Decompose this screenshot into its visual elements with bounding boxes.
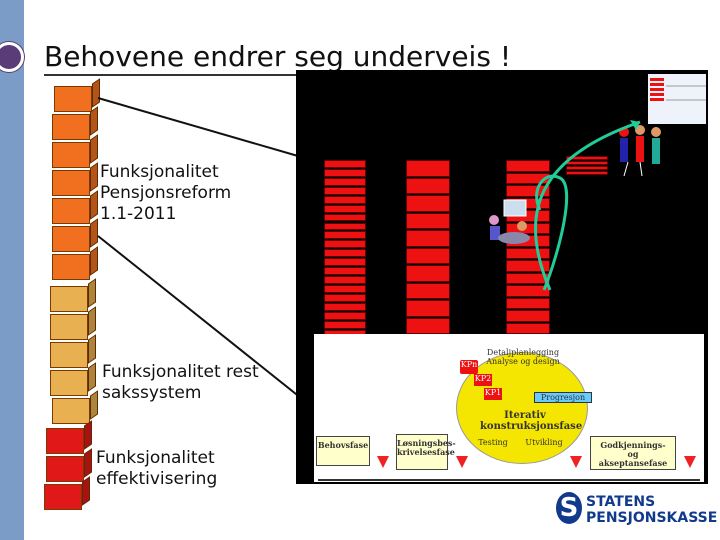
red-tower-block bbox=[566, 156, 608, 160]
feature-block bbox=[52, 398, 90, 424]
red-tower-block bbox=[324, 258, 366, 267]
red-tower-block bbox=[406, 230, 450, 247]
red-tower-block bbox=[324, 204, 366, 213]
red-tower-block bbox=[406, 212, 450, 229]
circle-testing-text: Testing bbox=[478, 438, 508, 447]
red-tower-block bbox=[324, 177, 366, 186]
red-tower-block bbox=[506, 310, 550, 322]
red-tower-block bbox=[324, 222, 366, 231]
label-rest-system: Funksjonalitet rest sakssystem bbox=[102, 362, 259, 403]
red-tower-block bbox=[324, 231, 366, 240]
document-icon bbox=[648, 74, 706, 124]
red-tower-block bbox=[406, 300, 450, 317]
people-group-icon bbox=[619, 125, 661, 177]
circle-iterative-text: Iterativ konstruksjonsfase bbox=[480, 410, 583, 432]
red-tower-block bbox=[324, 293, 366, 302]
red-tower-block bbox=[324, 249, 366, 258]
red-tower-block bbox=[406, 265, 450, 282]
red-tower-block bbox=[324, 320, 366, 329]
red-tower-block bbox=[506, 247, 550, 259]
red-tower-block bbox=[324, 213, 366, 222]
circle-top-text: Detaljplanlegging Analyse og design bbox=[486, 348, 560, 366]
feature-block bbox=[46, 456, 84, 482]
feature-block bbox=[54, 86, 92, 112]
phase-behovsfase: Behovsfase bbox=[316, 436, 370, 466]
feature-block bbox=[52, 254, 90, 280]
title-bullet-icon bbox=[0, 42, 24, 72]
red-tower-block bbox=[506, 285, 550, 297]
feature-block bbox=[50, 342, 88, 368]
feature-block bbox=[52, 142, 90, 168]
iteration-circle bbox=[456, 352, 588, 464]
feature-block bbox=[50, 370, 88, 396]
feature-block bbox=[44, 484, 82, 510]
red-tower-block bbox=[506, 185, 550, 197]
slide-title: Behovene endrer seg underveis ! bbox=[44, 40, 512, 73]
red-tower-block bbox=[324, 311, 366, 320]
red-tower-block bbox=[506, 260, 550, 272]
red-tower-block bbox=[324, 285, 366, 293]
milestone-marker bbox=[684, 456, 696, 468]
red-tower-block bbox=[406, 317, 450, 334]
milestone-marker bbox=[570, 456, 582, 468]
red-tower-block bbox=[324, 302, 366, 311]
red-tower-block bbox=[324, 267, 366, 276]
red-tower-block bbox=[406, 177, 450, 194]
logo-wordmark: STATENS PENSJONSKASSE bbox=[586, 494, 717, 526]
progression-arrow-label: Progresjon bbox=[534, 392, 592, 403]
feature-block bbox=[52, 170, 90, 196]
feedback-arrows bbox=[533, 120, 641, 291]
left-sidebar-bar bbox=[0, 0, 24, 540]
red-tower-block bbox=[506, 160, 550, 172]
phase-losning: Løsningsbes- krivelsesfase bbox=[396, 434, 456, 470]
feature-block bbox=[52, 114, 90, 140]
meeting-clipart-icon bbox=[489, 199, 530, 244]
feature-block bbox=[46, 428, 84, 454]
timeline-arrow bbox=[318, 479, 700, 481]
feature-block bbox=[50, 314, 88, 340]
label-effectivisation: Funksjonalitet effektivisering bbox=[96, 448, 218, 489]
label-pension-reform: Funksjonalitet Pensjonsreform 1.1-2011 bbox=[100, 162, 232, 224]
circle-utvikling-text: Utvikling bbox=[525, 438, 563, 447]
kp-marker: KP2 bbox=[474, 374, 492, 386]
screenshot-thumbnail bbox=[648, 74, 706, 124]
red-tower-block bbox=[506, 172, 550, 184]
logo-line-1: STATENS bbox=[586, 494, 656, 510]
feature-block bbox=[52, 226, 90, 252]
red-tower-block bbox=[324, 186, 366, 195]
phase-godkjenning: Godkjennings- og akseptansefase bbox=[590, 436, 676, 470]
red-tower-block bbox=[566, 171, 608, 175]
logo-line-2: PENSJONSKASSE bbox=[586, 510, 718, 526]
red-tower-block bbox=[324, 160, 366, 168]
red-tower-block bbox=[324, 168, 366, 177]
red-tower-block bbox=[506, 322, 550, 334]
logo-s-mark: S bbox=[556, 492, 582, 524]
milestone-marker bbox=[377, 456, 389, 468]
red-tower-block bbox=[406, 160, 450, 177]
red-tower-block bbox=[566, 166, 608, 170]
red-tower-block bbox=[324, 240, 366, 249]
red-tower-block bbox=[406, 247, 450, 264]
kp-marker: KPn bbox=[460, 360, 478, 374]
red-tower-block bbox=[406, 282, 450, 299]
feature-block bbox=[50, 286, 88, 312]
feature-block bbox=[52, 198, 90, 224]
milestone-marker bbox=[456, 456, 468, 468]
red-tower-block bbox=[324, 195, 366, 204]
kp-marker: KP1 bbox=[484, 388, 502, 400]
red-tower-block bbox=[324, 276, 366, 284]
red-tower-block bbox=[406, 195, 450, 212]
red-tower-block bbox=[506, 222, 550, 234]
red-tower-block bbox=[506, 297, 550, 309]
